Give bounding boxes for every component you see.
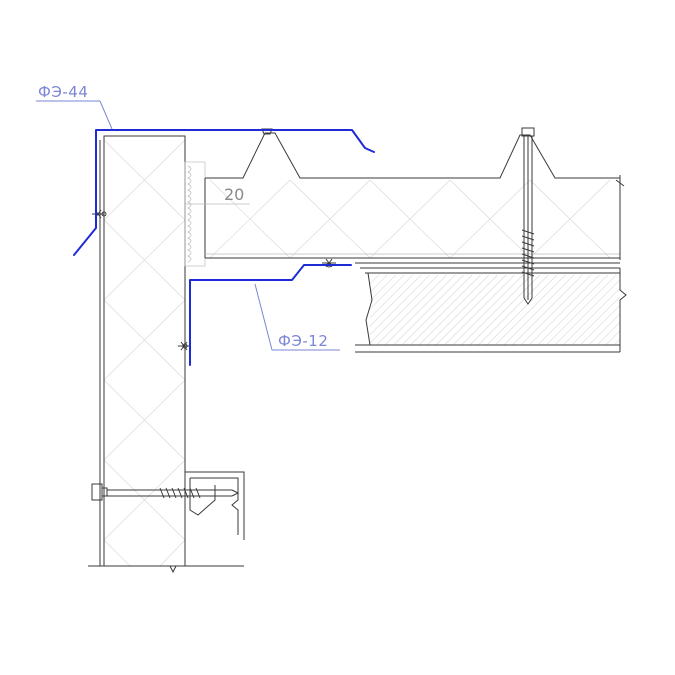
roof-deck: [355, 262, 627, 353]
fasteners: [91, 127, 535, 501]
mineral-wool-strip: [184, 161, 206, 267]
dimension-label: 20: [224, 185, 244, 204]
flashing-fe12: [189, 264, 352, 366]
flashing-fe44: [73, 129, 375, 256]
flashing-label-fe44: ФЭ-44: [38, 83, 88, 101]
wall-sandwich-panel: [88, 135, 244, 574]
label-fe12: ФЭ-12: [254, 283, 340, 351]
wall-bolt: [91, 483, 240, 501]
roof-screw: [521, 127, 535, 305]
flashing-label-fe12: ФЭ-12: [278, 332, 328, 350]
support-angle: [185, 471, 245, 540]
dimension-20: 20: [185, 185, 250, 205]
roof-sandwich-panel: [204, 132, 625, 260]
label-fe44: ФЭ-44: [36, 83, 113, 130]
